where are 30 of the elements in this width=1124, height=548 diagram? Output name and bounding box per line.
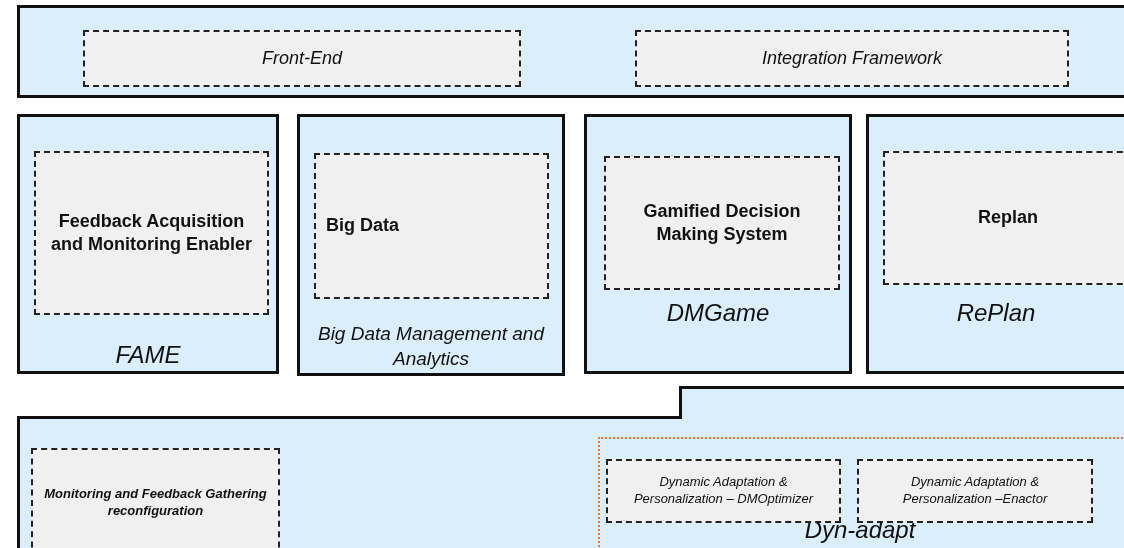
module-box (604, 156, 840, 290)
module-label: Dynamic Adaptation & Personalization – DMOptimizer (632, 474, 815, 508)
component-panel (17, 114, 279, 374)
component-panel (584, 114, 852, 374)
component-panel (866, 114, 1124, 374)
module-box (857, 459, 1093, 523)
component-title: Dyn-adapt (803, 517, 917, 544)
module-label: Big Data (326, 214, 399, 238)
module-label: Replan (978, 206, 1038, 230)
component-title: DMGame (665, 298, 771, 328)
module-label: Gamified Decision Making System (642, 199, 802, 246)
component-title: RePlan (955, 298, 1037, 328)
layer-band (17, 5, 1124, 98)
module-box (34, 151, 269, 315)
module-box (83, 30, 521, 87)
module-box (606, 459, 841, 523)
component-panel (297, 114, 565, 376)
module-box (883, 151, 1124, 285)
module-box (31, 448, 280, 548)
group-box (598, 437, 1124, 548)
component-title: FAME (114, 340, 182, 370)
module-box (314, 153, 549, 299)
module-label: Feedback Acquisition and Monitoring Enabler (50, 209, 253, 256)
module-label: Integration Framework (761, 46, 943, 70)
layer-band (17, 386, 1124, 548)
module-label: Monitoring and Feedback Gathering reconfiguration (43, 486, 268, 520)
module-box (635, 30, 1069, 87)
module-label: Front-End (261, 46, 342, 70)
module-label: Dynamic Adaptation & Personalization –Enactor (901, 474, 1049, 508)
component-title: Big Data Management and Analytics (316, 322, 546, 371)
